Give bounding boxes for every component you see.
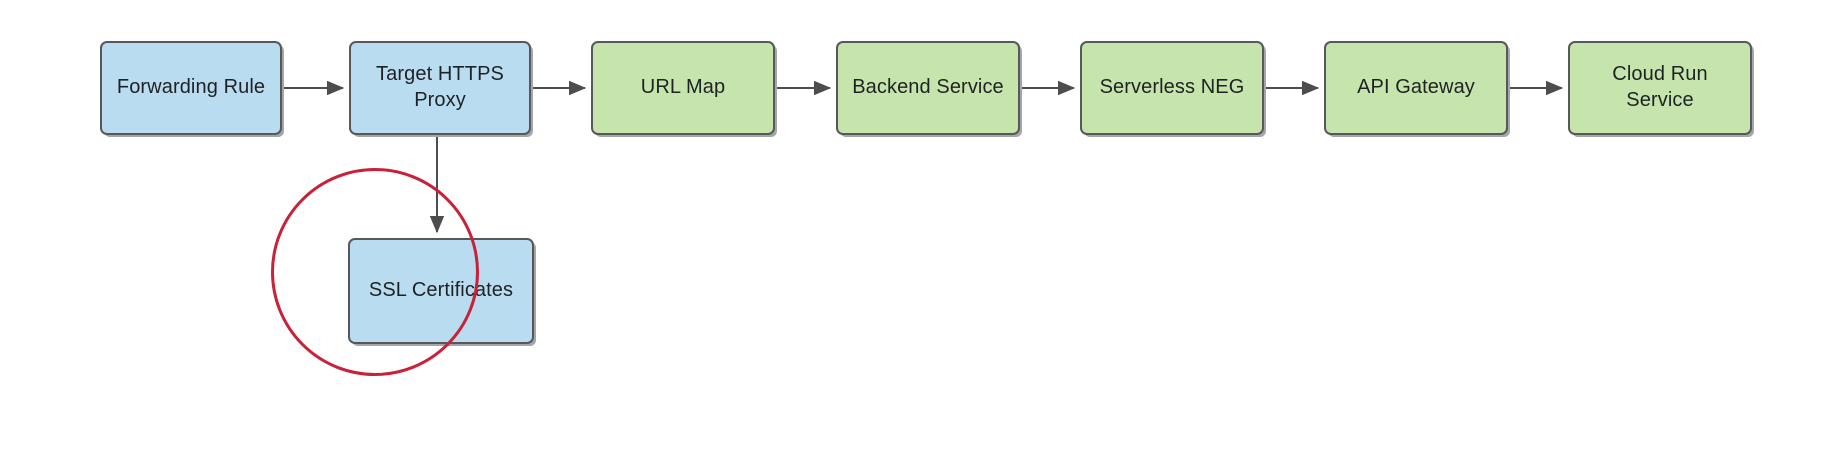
node-cloud-run-service[interactable]: Cloud Run Service — [1568, 41, 1752, 135]
node-forwarding-rule[interactable]: Forwarding Rule — [100, 41, 282, 135]
node-api-gateway[interactable]: API Gateway — [1324, 41, 1508, 135]
node-serverless-neg[interactable]: Serverless NEG — [1080, 41, 1264, 135]
node-label-backend-service: Backend Service — [852, 76, 1004, 99]
node-url-map[interactable]: URL Map — [591, 41, 775, 135]
node-backend-service[interactable]: Backend Service — [836, 41, 1020, 135]
ssl-highlight-circle — [271, 168, 479, 376]
node-target-https-proxy[interactable]: Target HTTPS Proxy — [349, 41, 531, 135]
node-label-api-gateway: API Gateway — [1357, 76, 1475, 99]
node-label-cloud-run-service: Cloud Run Service — [1612, 63, 1708, 111]
node-label-target-https-proxy: Target HTTPS Proxy — [376, 63, 504, 111]
node-label-serverless-neg: Serverless NEG — [1099, 76, 1245, 99]
node-label-forwarding-rule: Forwarding Rule — [116, 76, 266, 99]
node-label-url-map: URL Map — [640, 76, 726, 99]
